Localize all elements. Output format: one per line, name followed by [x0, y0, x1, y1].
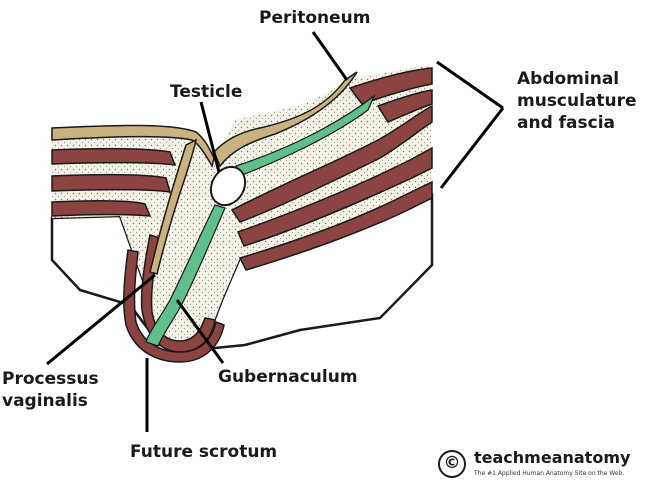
label-processus-line-1: Processus: [2, 369, 99, 389]
peritoneum-layer: [51, 124, 215, 168]
sheath-descending-2: [123, 249, 225, 363]
muscle-layer-top-right-1: [348, 67, 433, 105]
label-peritoneum: Peritoneum: [259, 8, 371, 28]
pointer-testicle: [199, 101, 221, 173]
muscle-layer-left-2: [51, 173, 172, 193]
copyright-icon: ©: [438, 450, 466, 478]
muscle-layer-left-1: [51, 147, 177, 166]
gubernaculum-band: [235, 94, 376, 177]
muscle-layer-left-3: [51, 199, 152, 217]
pointer-processus: [46, 273, 156, 366]
muscle-layer-top-right-2: [376, 89, 433, 123]
muscle-layer-right-3: [238, 180, 433, 271]
label-processus-vaginalis: Processus vaginalis: [2, 368, 99, 412]
label-gubernaculum: Gubernaculum: [218, 367, 358, 387]
label-abdominal-line-1: Abdominal: [517, 69, 620, 89]
muscle-layer-right-2: [236, 146, 433, 247]
label-future-scrotum: Future scrotum: [130, 442, 278, 462]
peritoneum-descending: [149, 138, 198, 275]
label-abdominal-musculature: Abdominal musculature and fascia: [517, 68, 637, 134]
brand-name: teachmeanatomy: [474, 448, 631, 467]
label-abdominal-line-3: and fascia: [517, 113, 616, 133]
label-processus-line-2: vaginalis: [2, 391, 88, 411]
label-testicle: Testicle: [170, 82, 243, 102]
pointer-peritoneum: [311, 31, 349, 81]
sheath-descending: [140, 234, 216, 353]
peritoneum-layer-right: [213, 71, 358, 168]
pointer-abdominal-1: [436, 60, 504, 110]
pointer-gubernaculum: [175, 299, 225, 364]
brand-tagline: The #1 Applied Human Anatomy Site on the…: [474, 470, 625, 477]
gubernaculum-descending: [145, 204, 226, 347]
muscle-layer-right-1: [230, 104, 433, 223]
label-abdominal-line-2: musculature: [517, 91, 637, 111]
pointer-abdominal-2: [439, 107, 505, 189]
testicle-shape: [209, 165, 247, 207]
